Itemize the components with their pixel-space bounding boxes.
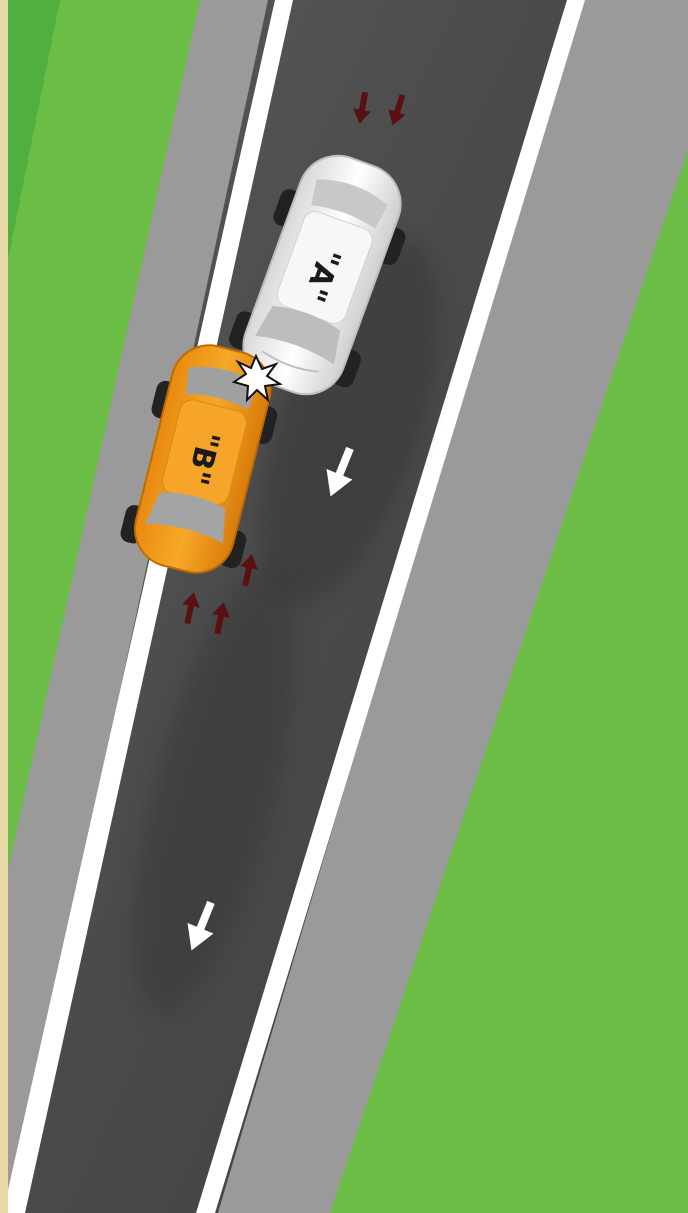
collision-diagram: "A" "B" <box>0 0 688 1213</box>
